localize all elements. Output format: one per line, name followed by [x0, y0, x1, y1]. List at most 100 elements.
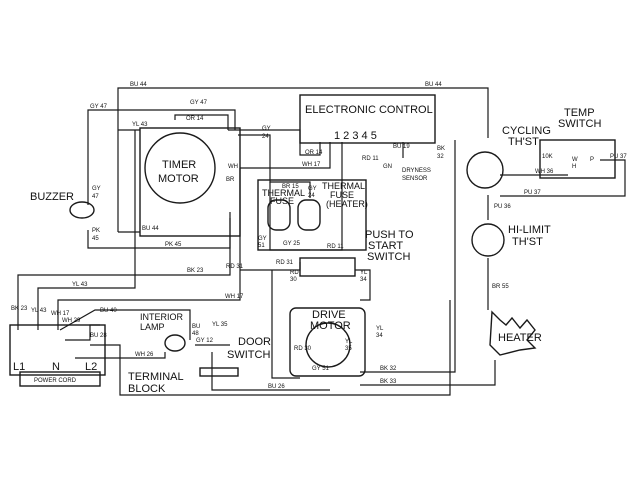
- dryness-label: DRYNESS: [402, 168, 431, 174]
- drive-motor-box: [289, 307, 366, 377]
- buzzer-symbol: [69, 201, 95, 219]
- thermal-fuse-box: [257, 179, 367, 251]
- wire-label: GY 47: [90, 104, 108, 110]
- hilimit-thst-label: TH'ST: [512, 236, 543, 248]
- cycling-thst-label: TH'ST: [508, 136, 539, 148]
- wire-label: PK 45: [165, 242, 182, 248]
- wire-label: 35: [345, 346, 352, 352]
- timer-wh-label: WH: [228, 164, 238, 170]
- drive-motor-label: MOTOR: [310, 320, 351, 332]
- lamp-label: LAMP: [140, 322, 165, 332]
- wire-label: YL 43: [132, 122, 148, 128]
- interior-label: INTERIOR: [140, 312, 184, 322]
- thermal-fuse: [267, 199, 291, 231]
- wire-label: YL: [345, 339, 353, 345]
- wire-label: GY 51: [312, 366, 330, 372]
- electronic-control-label: ELECTRONIC CONTROL: [305, 104, 433, 116]
- heater-element: [489, 310, 537, 356]
- push-switch-label: SWITCH: [367, 251, 410, 263]
- temp-switch-box: [539, 139, 616, 179]
- temp-h-label: H: [572, 164, 576, 170]
- wire-label: RD 31: [226, 264, 244, 270]
- wire-label: OR 14: [305, 150, 323, 156]
- wire-label: RD 30: [294, 346, 312, 352]
- switch-label: SWITCH: [558, 118, 601, 130]
- control-pins-label: 1 2 3 4 5: [334, 130, 377, 142]
- cycling-label: CYCLING: [502, 125, 551, 137]
- interior-lamp: [164, 334, 186, 352]
- wire-label: GY 12: [196, 338, 214, 344]
- wire-label: BU 44: [142, 226, 159, 232]
- wire-label: BK: [437, 146, 445, 152]
- heater-label: HEATER: [498, 332, 542, 344]
- wire-label: WH 29: [62, 318, 81, 324]
- wire-label: BU 28: [90, 333, 107, 339]
- wire-label: 34: [360, 277, 367, 283]
- wire-label: BK 23: [187, 268, 204, 274]
- wire-label: 24: [308, 193, 315, 199]
- wire-label: YL 43: [31, 308, 47, 314]
- hilimit-label: HI-LIMIT: [508, 224, 551, 236]
- timer-br-label: BR: [226, 177, 235, 183]
- hi-limit-thermostat: [471, 223, 505, 257]
- wire-label: YL: [360, 270, 368, 276]
- wire-label: PU 36: [494, 204, 511, 210]
- wire-label: BU 26: [268, 384, 285, 390]
- wire-label: GY 47: [190, 100, 208, 106]
- wire-label: PU 37: [610, 154, 627, 160]
- terminal-block: [9, 324, 106, 376]
- l2-label: L2: [85, 361, 97, 373]
- thermal-fuse-label: THERMAL: [262, 188, 305, 198]
- wire-label: BK 33: [380, 379, 397, 385]
- wire-label: BR 15: [282, 184, 299, 190]
- thermal-fuse-label2: FUSE: [270, 196, 294, 206]
- thermal-fuse-heater: [297, 199, 321, 231]
- wire-label: WH 26: [135, 352, 154, 358]
- wire-label: BR 55: [492, 284, 509, 290]
- wire-label: BU 19: [393, 144, 410, 150]
- door-switch-label: SWITCH: [227, 349, 270, 361]
- electronic-control-box: [299, 94, 436, 144]
- wire-label: WH 17: [51, 311, 70, 317]
- wire-label: YL 35: [212, 322, 228, 328]
- wire-label: GY: [258, 236, 267, 242]
- timer-motor-circle: [144, 132, 216, 204]
- wire-label: 30: [290, 277, 297, 283]
- wire-label: 47: [92, 194, 99, 200]
- block-label: BLOCK: [128, 383, 166, 395]
- temp-w-label: W: [572, 157, 578, 163]
- wire-label: BU: [192, 324, 200, 330]
- thermal-fuse-heater-label2: FUSE: [330, 190, 354, 200]
- power-cord-box: [19, 371, 101, 387]
- cycling-thermostat: [466, 151, 504, 189]
- wire-label: WH 17: [302, 162, 321, 168]
- wire-label: YL 43: [72, 282, 88, 288]
- wire-label: 34: [376, 333, 383, 339]
- timer-box: [139, 127, 241, 237]
- wire-label: RD 11: [362, 156, 379, 162]
- n-label: N: [52, 361, 60, 373]
- wire-label: WH 17: [225, 294, 244, 300]
- drive-label: DRIVE: [312, 309, 346, 321]
- buzzer-label: BUZZER: [30, 191, 74, 203]
- push-to-start-switch: [299, 257, 356, 277]
- wire-label: BU 40: [100, 308, 117, 314]
- temp-p-label: P: [590, 157, 594, 163]
- wire-label: GY 25: [283, 241, 301, 247]
- motor-label: MOTOR: [158, 173, 199, 185]
- timer-label: TIMER: [162, 159, 196, 171]
- temp-label: TEMP: [564, 107, 595, 119]
- wire-label: 45: [92, 236, 99, 242]
- wire-label: GY: [308, 186, 317, 192]
- wire-label: 24: [262, 134, 269, 140]
- drive-motor-circle: [305, 322, 351, 368]
- thermal-fuse-heater-label: THERMAL: [322, 181, 365, 191]
- wire-label: YL: [376, 326, 384, 332]
- wire-label: BU 44: [130, 82, 147, 88]
- door-switch-body: [199, 367, 239, 377]
- wire-label: PK: [92, 228, 100, 234]
- l1-label: L1: [13, 361, 25, 373]
- push-to-label: PUSH TO: [365, 229, 414, 241]
- wire-label: PU 37: [524, 190, 541, 196]
